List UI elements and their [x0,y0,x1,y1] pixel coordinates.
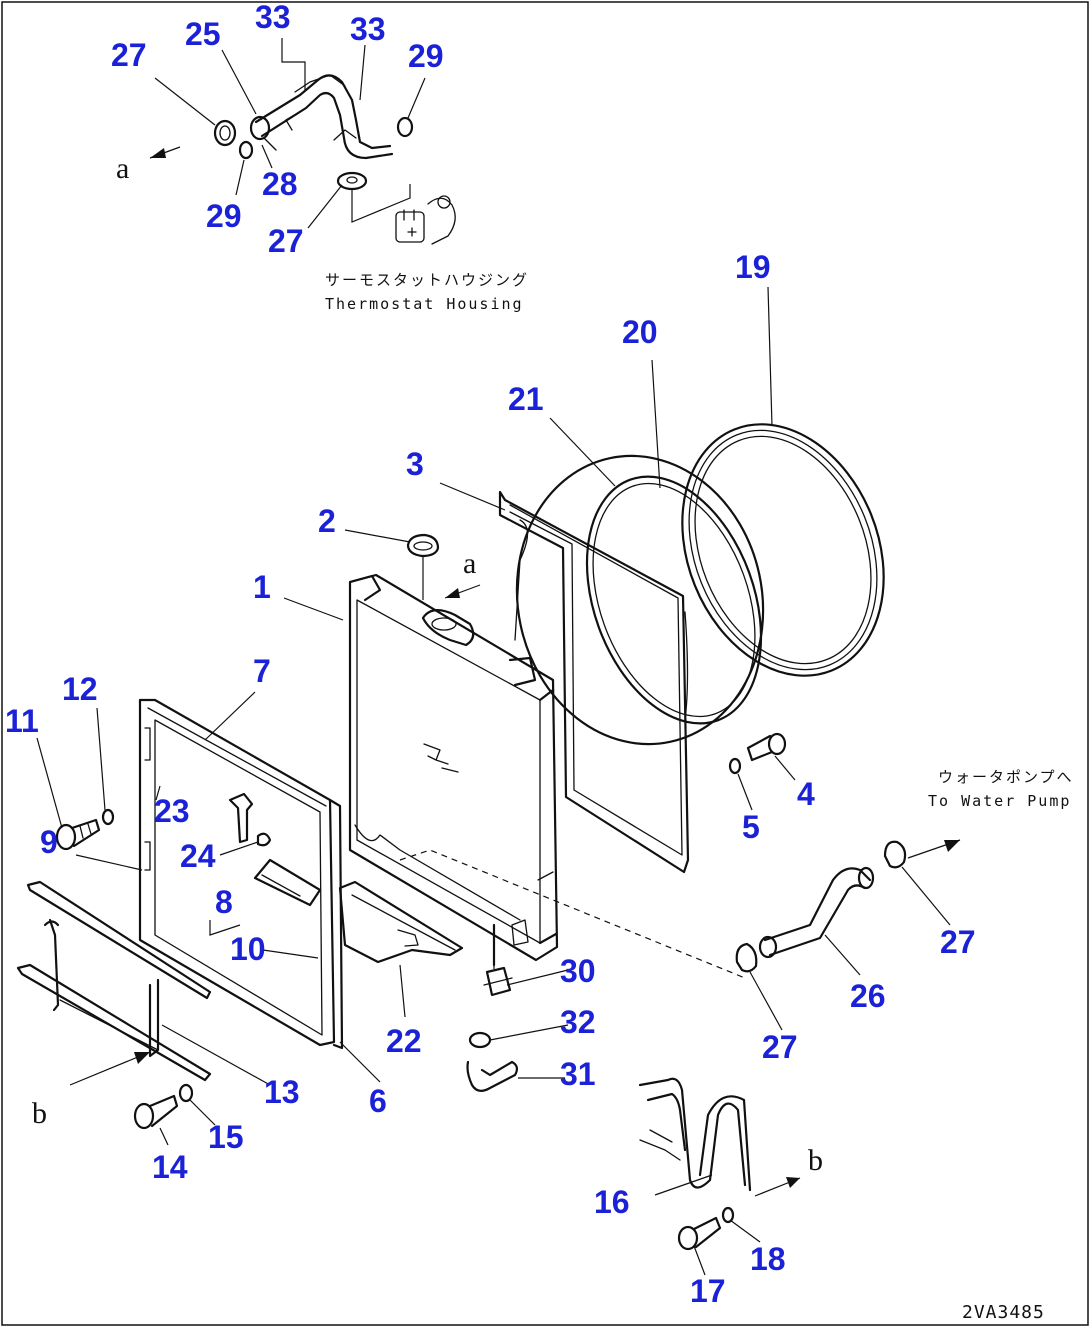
callout-32: 32 [560,1004,596,1040]
arrow-b-right [754,1177,801,1197]
callout-25: 25 [185,16,221,52]
water-pump-note-en: To Water Pump [928,792,1071,810]
upper-bracket [228,792,322,907]
callout-28: 28 [262,166,298,202]
callout-26: 26 [850,978,886,1014]
washer-18 [721,1206,735,1224]
arrow-label-b: b [32,1097,47,1130]
lower-hose [758,866,875,959]
callout-9: 9 [40,824,58,860]
thermostat-housing-icon [395,195,456,245]
thermostat-note-en: Thermostat Housing [325,295,524,313]
drain-hose [466,1060,519,1092]
callout-15: 15 [208,1119,244,1155]
callout-3: 3 [406,446,424,482]
callout-33: 33 [255,0,291,35]
cover-bracket [16,880,212,1082]
water-pump-note-jp: ウォータポンプへ [938,768,1074,786]
callout-27: 27 [762,1029,798,1065]
thermostat-note-jp: サーモスタットハウジング [325,271,529,289]
bolt-14 [133,1094,179,1130]
callout-22: 22 [386,1023,422,1059]
callout-8: 8 [215,884,233,920]
washer-15 [178,1083,194,1103]
fan-guard-ring [585,475,763,725]
arrow-a-left [149,146,181,159]
callout-1: 1 [253,569,271,605]
bolt-17 [677,1216,722,1251]
radiator-cap [406,533,440,600]
callout-16: 16 [594,1184,630,1220]
bolt-11 [55,818,101,851]
callout-14: 14 [152,1149,188,1185]
shroud-ring [515,454,765,746]
washer-5 [728,757,742,775]
arrow-label-b: b [808,1144,823,1177]
drain-valve [483,966,513,997]
callout-5: 5 [742,809,760,845]
hose-clamp-right [883,840,907,869]
callout-23: 23 [154,793,190,829]
callout-12: 12 [62,671,98,707]
lower-bracket [338,880,464,964]
arrow-label-a: a [116,152,129,185]
callout-31: 31 [560,1056,596,1092]
drawing-code: 2VA3485 [962,1302,1045,1323]
seal-ring [681,423,885,677]
clamp-32 [468,1031,492,1049]
hose-clamp-lower [735,942,758,973]
callout-19: 19 [735,249,771,285]
callout-10: 10 [230,931,266,967]
callout-24: 24 [180,838,216,874]
callout-27: 27 [268,223,304,259]
bolt-4 [746,732,787,762]
callout-27: 27 [111,37,147,73]
callout-21: 21 [508,381,544,417]
callout-29: 29 [206,198,242,234]
oil-cooler-pipe [638,1077,752,1192]
hose-route-line [399,849,746,979]
callout-17: 17 [690,1273,726,1309]
callout-labels: 1 2 3 4 5 6 7 8 9 10 11 12 13 14 15 16 1… [5,0,976,1309]
arrow-b-left [69,1051,151,1086]
callout-13: 13 [264,1074,300,1110]
washer-12 [101,808,115,826]
arrow-a-cap [444,584,481,599]
callout-18: 18 [750,1241,786,1277]
radiator-core [348,573,559,967]
callout-29: 29 [408,38,444,74]
callout-7: 7 [253,653,271,689]
callout-33: 33 [350,11,386,47]
callout-4: 4 [797,776,815,812]
front-grille-frame [138,698,344,1050]
arrow-to-water-pump [907,839,961,859]
leader-lines [36,38,951,1276]
callout-30: 30 [560,953,596,989]
arrow-label-a: a [463,547,476,580]
upper-hose-assembly [213,74,456,245]
callout-2: 2 [318,503,336,539]
callout-11: 11 [5,703,39,739]
callout-27: 27 [940,924,976,960]
callout-20: 20 [622,314,658,350]
callout-6: 6 [369,1083,387,1119]
